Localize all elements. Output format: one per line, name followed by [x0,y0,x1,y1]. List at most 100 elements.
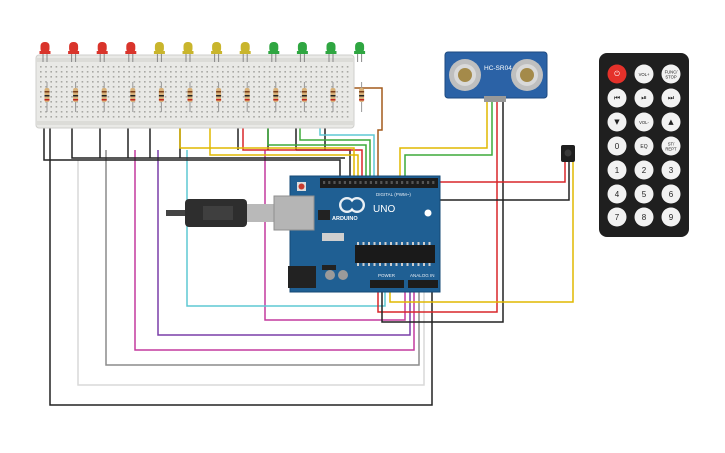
wire-magenta-2 [264,150,406,321]
remote-button-label: VOL+ [639,72,650,77]
previous-icon: ⏮ [614,94,620,102]
led-7[interactable] [211,42,223,62]
ir-receiver[interactable] [561,145,575,162]
wires [43,87,574,406]
remote-play-pause-button[interactable]: ⏯ [634,88,654,108]
digital-header-label: DIGITAL (PWM~) [376,192,411,197]
power-icon: ⏻ [614,70,620,78]
remote-button-label: VOL- [639,120,649,125]
resistor-7 [216,82,222,112]
led-9[interactable] [268,42,280,62]
resistor-2 [73,82,79,112]
remote-button-9[interactable]: 9 [661,207,681,227]
led-row [39,42,366,62]
remote-button-label: 3 [669,166,674,175]
microcontroller-chip [355,245,435,263]
wire-ir-red [410,162,566,183]
arduino-uno-board[interactable]: DIGITAL (PWM~) ARDUINO UNO POWER ANALOG … [273,175,441,293]
resistor-11 [330,82,336,112]
sensor-label: HC-SR04 [484,65,512,72]
remote-button-vol[interactable]: VOL+ [634,64,654,84]
remote-next-button[interactable]: ⏭ [661,88,681,108]
remote-button-vol[interactable]: VOL- [634,112,654,132]
wire-black-1 [43,128,341,180]
resistor-1 [44,82,50,112]
wire-yellow-1 [209,118,359,182]
next-icon: ⏭ [668,94,675,102]
resistor-10 [301,82,307,112]
wire-black-2 [71,128,345,159]
usb-cable[interactable] [166,199,277,227]
wire-sensor-black [381,102,504,323]
wire-ir-black [410,162,570,201]
remote-button-7[interactable]: 7 [607,207,627,227]
remote-button-label: 0 [615,142,620,151]
wire-black-long [49,120,433,406]
remote-button-label: 2 [642,166,647,175]
resistor-8 [244,82,250,112]
power-header [370,280,404,288]
led-4[interactable] [125,42,137,62]
remote-button-label: FUNC/ [665,70,679,75]
led-8[interactable] [239,42,251,62]
wire-green-1 [267,128,367,182]
led-5[interactable] [153,42,165,62]
wire-gray [105,150,420,366]
remote-button-label: STOP [665,75,677,80]
remote-button-label: EQ [640,144,647,150]
wire-cyan-long [186,150,386,307]
wire-sensor-green [404,102,493,182]
remote-button-8[interactable]: 8 [634,207,654,227]
remote-previous-button[interactable]: ⏮ [607,88,627,108]
remote-down-button[interactable]: ▼ [607,112,627,132]
breadboard [35,54,365,129]
led-2[interactable] [68,42,80,62]
led-1[interactable] [39,42,51,62]
arduino-model: UNO [373,204,395,215]
remote-button-0[interactable]: 0 [607,136,627,156]
resistor-6 [187,82,193,112]
wire-red-1 [242,118,363,182]
remote-button-eq[interactable]: EQ [634,136,654,156]
play-pause-icon: ⏯ [641,94,647,102]
power-jack [288,266,316,288]
wire-sensor-yellow [399,102,488,182]
ir-remote[interactable]: ⏻ VOL+ FUNC/STOP ⏮ ⏯ ⏭ ▼ VOL- ▲ 0 EQ ST/REPT 1 2 3 4 5 6 7… [599,53,689,237]
remote-button-st-rept[interactable]: ST/REPT [661,136,681,156]
remote-button-4[interactable]: 4 [607,184,627,204]
wire-ir-yellow [389,162,574,303]
remote-button-3[interactable]: 3 [661,160,681,180]
wire-magenta-1 [134,150,415,351]
remote-up-button[interactable]: ▲ [661,112,681,132]
remote-button-label: 5 [642,190,647,199]
remote-power-button[interactable]: ⏻ [607,64,627,84]
wire-yellow-2 [179,118,355,182]
led-3[interactable] [96,42,108,62]
led-12[interactable] [354,42,366,62]
remote-button-label: REPT [665,147,677,152]
power-header-label: POWER [378,273,396,278]
resistor-3 [101,82,107,112]
up-icon: ▲ [668,118,674,126]
led-6[interactable] [182,42,194,62]
remote-button-func-stop[interactable]: FUNC/STOP [661,64,681,84]
led-11[interactable] [325,42,337,62]
wire-orange [350,87,383,182]
wire-light-gray [77,160,425,386]
usb-port [273,195,315,231]
remote-button-label: 8 [642,213,647,222]
resistor-9 [273,82,279,112]
analog-header [408,280,438,288]
resistor-5 [158,82,164,112]
resistor-12 [359,82,365,112]
remote-button-6[interactable]: 6 [661,184,681,204]
led-10[interactable] [296,42,308,62]
remote-button-1[interactable]: 1 [607,160,627,180]
remote-button-2[interactable]: 2 [634,160,654,180]
remote-button-5[interactable]: 5 [634,184,654,204]
ultrasonic-sensor[interactable]: HC-SR04 [444,51,548,102]
resistors [44,82,365,112]
remote-button-label: ST/ [668,142,675,147]
digital-header [320,178,438,188]
arduino-brand: ARDUINO [332,216,358,222]
